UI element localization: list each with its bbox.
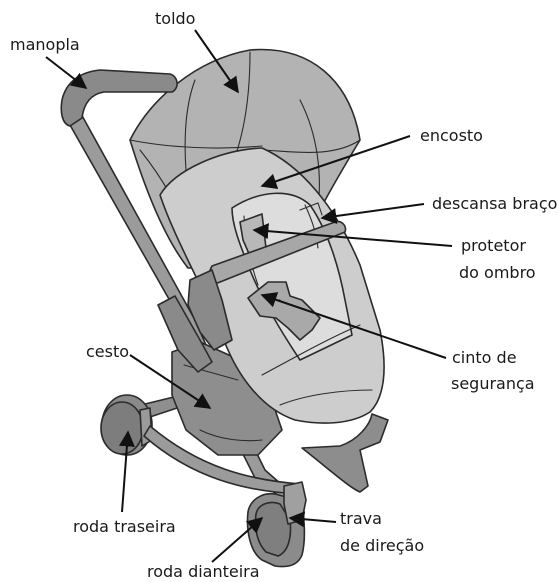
label-protetor-line1: protetor <box>461 236 526 255</box>
label-encosto: encosto <box>420 126 483 145</box>
label-cesto: cesto <box>86 342 129 361</box>
label-cinto-line1: cinto de <box>452 348 517 367</box>
label-protetor-line2: do ombro <box>459 263 536 282</box>
label-cinto-line2: segurança <box>451 374 535 393</box>
leader-manopla <box>46 57 86 88</box>
label-descansa-braco: descansa braço <box>432 194 557 213</box>
leader-descansa-braco <box>322 204 424 218</box>
label-roda-traseira: roda traseira <box>73 517 176 536</box>
stroller-illustration <box>61 50 388 567</box>
label-trava-line2: de direção <box>340 536 424 555</box>
label-trava-line1: trava <box>340 509 382 528</box>
label-toldo: toldo <box>155 9 195 28</box>
front-right-leg <box>302 414 388 492</box>
label-roda-dianteira: roda dianteira <box>147 562 260 581</box>
label-manopla: manopla <box>10 35 80 54</box>
